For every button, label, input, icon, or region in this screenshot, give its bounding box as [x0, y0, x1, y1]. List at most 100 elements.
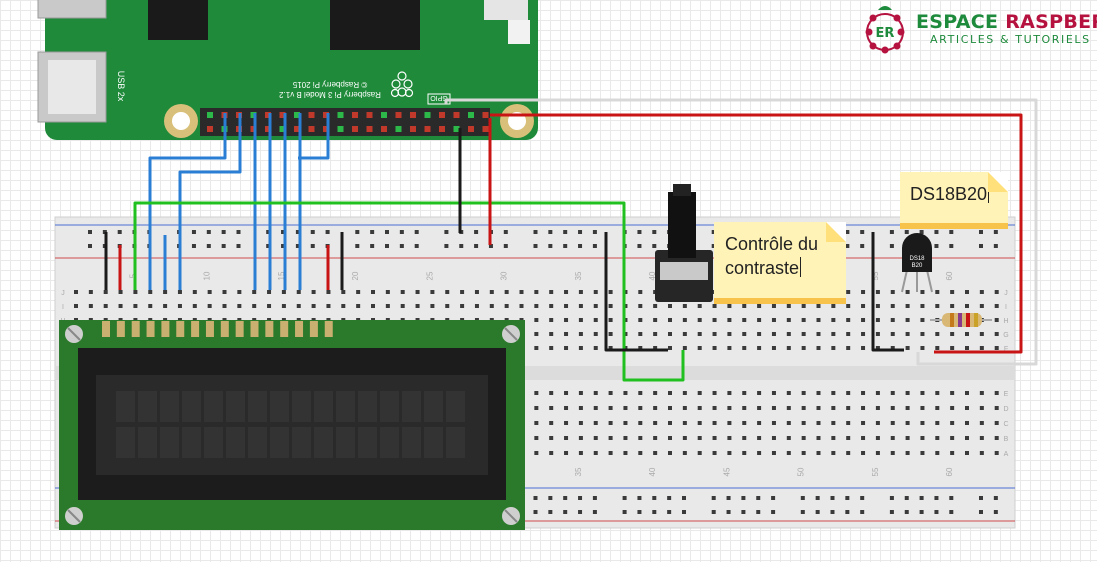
breadboard-hole [742, 451, 747, 455]
breadboard-hole [771, 391, 776, 395]
breadboard-hole [890, 290, 895, 294]
breadboard-hole [771, 346, 776, 350]
breadboard-hole [697, 346, 702, 350]
gpio-pin [468, 112, 474, 118]
breadboard-hole [578, 421, 583, 425]
breadboard-hole [861, 290, 866, 294]
breadboard-hole [712, 421, 717, 425]
rail-hole [711, 244, 716, 248]
breadboard-hole [668, 421, 672, 425]
rail-hole [904, 496, 909, 500]
breadboard-hole [816, 421, 821, 425]
rail-hole [533, 230, 538, 234]
breadboard-hole [890, 451, 895, 455]
breadboard-hole [979, 421, 984, 425]
breadboard-hole [905, 421, 910, 425]
sensor-package-text-2: B20 [912, 263, 923, 269]
breadboard-hole [831, 304, 836, 308]
breadboard-hole [861, 436, 866, 440]
breadboard-hole [965, 421, 969, 425]
breadboard-hole [727, 391, 732, 395]
breadboard-hole [979, 332, 984, 336]
breadboard-hole [712, 406, 717, 410]
breadboard-hole [846, 436, 851, 440]
rail-hole [592, 496, 597, 500]
breadboard-hole [861, 451, 866, 455]
rail-hole [726, 496, 731, 500]
rail-hole [682, 496, 686, 500]
rail-hole [919, 496, 924, 500]
breadboard-hole [638, 451, 643, 455]
breadboard-hole [489, 290, 494, 294]
breadboard-hole [965, 346, 969, 350]
breadboard-hole [950, 304, 955, 308]
lcd-pin [176, 321, 185, 337]
rail-hole [711, 496, 716, 500]
breadboard-hole [267, 304, 272, 308]
gpio-pin [424, 112, 431, 118]
lcd-cell [270, 427, 289, 458]
gpio-pin [381, 126, 387, 132]
logo-word-espace: ESPACE [916, 11, 999, 33]
breadboard-hole [534, 421, 539, 425]
lcd-cell [446, 427, 465, 458]
lcd-pin [191, 321, 200, 337]
breadboard-hole [534, 290, 539, 294]
rail-hole [979, 496, 983, 500]
breadboard-hole [474, 290, 479, 294]
gpio-pin [308, 126, 315, 132]
breadboard-hole [920, 436, 925, 440]
breadboard-hole [742, 421, 747, 425]
breadboard-hole [88, 290, 93, 294]
breadboard-hole [965, 436, 969, 440]
rail-hole [889, 244, 894, 248]
breadboard-hole [222, 290, 227, 294]
row-letter-right: E [1004, 391, 1009, 398]
breadboard-hole [534, 391, 539, 395]
breadboard-hole [534, 436, 539, 440]
breadboard-hole [965, 391, 969, 395]
breadboard-hole [653, 332, 658, 336]
breadboard-hole [534, 451, 539, 455]
breadboard-hole [549, 332, 554, 336]
rail-hole [548, 510, 553, 514]
breadboard-hole [846, 290, 851, 294]
breadboard-hole [920, 451, 925, 455]
breadboard-hole [341, 290, 346, 294]
breadboard-hole [697, 451, 702, 455]
gpio-pin [366, 112, 373, 118]
breadboard-hole [742, 318, 747, 322]
column-number-top: 55 [871, 271, 880, 280]
breadboard-hole [712, 332, 717, 336]
column-number-bottom: 45 [722, 467, 731, 476]
breadboard-hole [578, 290, 583, 294]
rail-hole [592, 244, 597, 248]
breadboard-hole [608, 332, 613, 336]
breadboard-hole [965, 332, 969, 336]
rail-hole [845, 230, 850, 234]
lcd-pin [324, 321, 333, 337]
rail-hole [667, 496, 672, 500]
rail-hole [444, 230, 449, 234]
gpio-pin [294, 112, 300, 118]
breadboard-hole [905, 346, 910, 350]
breadboard-hole [905, 318, 910, 322]
rail-hole [637, 496, 642, 500]
breadboard-hole [965, 406, 969, 410]
breadboard-hole [668, 304, 672, 308]
logo-title: ESPACE RASPBERRY [916, 11, 1097, 33]
breadboard-hole [668, 436, 672, 440]
breadboard-hole [578, 406, 583, 410]
rail-hole [652, 510, 657, 514]
rail-hole [399, 244, 404, 248]
rail-hole [548, 244, 553, 248]
breadboard-hole [920, 406, 925, 410]
lcd-module [59, 320, 525, 530]
breadboard-hole [816, 318, 821, 322]
row-letter-left: I [62, 304, 64, 311]
lcd-pin [146, 321, 155, 337]
rail-hole [979, 244, 983, 248]
column-number-top: 25 [425, 271, 434, 280]
breadboard-hole [875, 346, 880, 350]
rail-hole [949, 244, 954, 248]
